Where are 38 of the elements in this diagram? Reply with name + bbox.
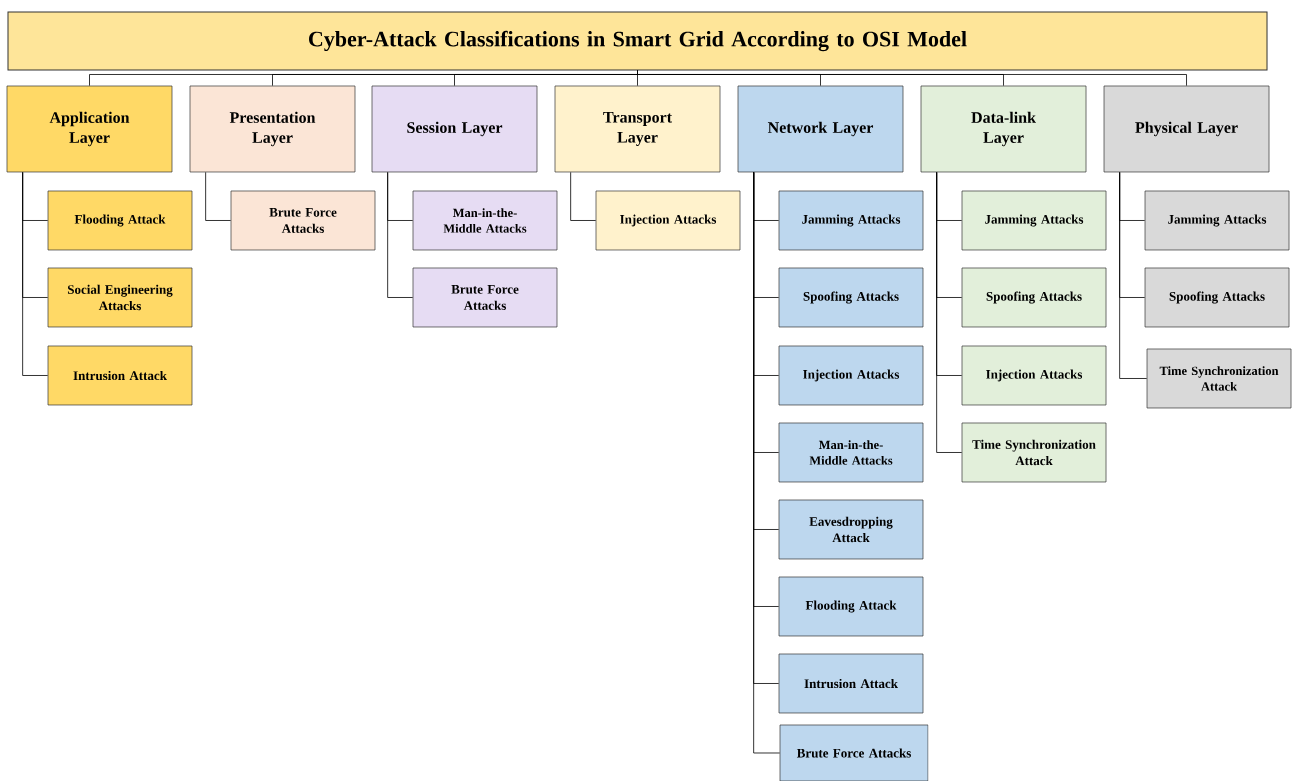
attack-box: Flooding Attack bbox=[778, 576, 924, 637]
attack-box: Brute Force Attacks bbox=[230, 190, 376, 251]
attack-box: Time Synchronization Attack bbox=[961, 422, 1107, 483]
attack-box: Spoofing Attacks bbox=[1144, 267, 1290, 328]
attack-box: Brute Force Attacks bbox=[412, 267, 558, 328]
layer-box: Presentation Layer bbox=[189, 85, 356, 173]
attack-box: Time Synchronization Attack bbox=[1146, 348, 1292, 409]
attack-box: Injection Attacks bbox=[778, 345, 924, 406]
attack-box: Social Engineering Attacks bbox=[47, 267, 193, 328]
connector-line bbox=[205, 171, 232, 221]
layer-box: Transport Layer bbox=[554, 85, 721, 173]
attack-box: Intrusion Attack bbox=[47, 345, 193, 406]
attack-box: Jamming Attacks bbox=[1144, 190, 1290, 251]
layer-box: Network Layer bbox=[737, 85, 904, 173]
layer-box: Application Layer bbox=[6, 85, 173, 173]
layer-box: Session Layer bbox=[371, 85, 538, 173]
title-box: Cyber-Attack Classifications in Smart Grid According to OSI Model bbox=[7, 11, 1268, 71]
connector-line bbox=[570, 171, 597, 221]
attack-box: Flooding Attack bbox=[47, 190, 193, 251]
attack-box: Man-in-the-Middle Attacks bbox=[778, 422, 924, 483]
attack-box: Jamming Attacks bbox=[961, 190, 1107, 251]
attack-box: Spoofing Attacks bbox=[778, 267, 924, 328]
attack-box: Jamming Attacks bbox=[778, 190, 924, 251]
attack-box: Brute Force Attacks bbox=[779, 724, 929, 781]
connector-line bbox=[936, 171, 963, 453]
attack-box: Man-in-the-Middle Attacks bbox=[412, 190, 558, 251]
connector-line bbox=[387, 171, 414, 298]
attack-box: Injection Attacks bbox=[595, 190, 741, 251]
connector-line bbox=[1119, 171, 1148, 379]
attack-box: Eavesdropping Attack bbox=[778, 499, 924, 560]
attack-box: Spoofing Attacks bbox=[961, 267, 1107, 328]
layer-box: Physical Layer bbox=[1103, 85, 1270, 173]
connector-line bbox=[753, 171, 781, 754]
connector-line bbox=[637, 70, 1187, 87]
attack-box: Injection Attacks bbox=[961, 345, 1107, 406]
layer-box: Data-link Layer bbox=[920, 85, 1087, 173]
attack-box: Intrusion Attack bbox=[778, 653, 924, 714]
connector-line bbox=[22, 171, 49, 376]
